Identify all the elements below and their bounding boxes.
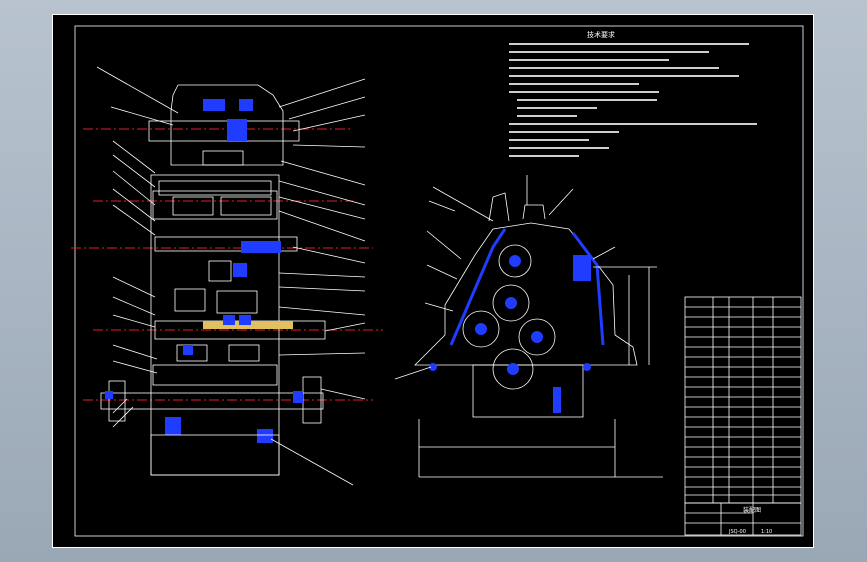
front-view: [394, 175, 663, 478]
sectional-view: [71, 66, 383, 486]
title-block: 装配图 1:10 JSQ-00: [684, 502, 802, 536]
technical-requirements: 技术要求: [509, 30, 757, 157]
assembly-drawing: 技术要求: [71, 25, 804, 537]
title-scale: 1:10: [761, 529, 772, 535]
parts-list: [684, 296, 802, 504]
inner-border: [74, 25, 804, 537]
title-drawing-no: JSQ-00: [728, 529, 746, 535]
tech-req-title: 技术要求: [587, 30, 615, 39]
title-drawing-name: 装配图: [743, 506, 761, 514]
drawing-sheet: 技术要求: [52, 14, 814, 548]
